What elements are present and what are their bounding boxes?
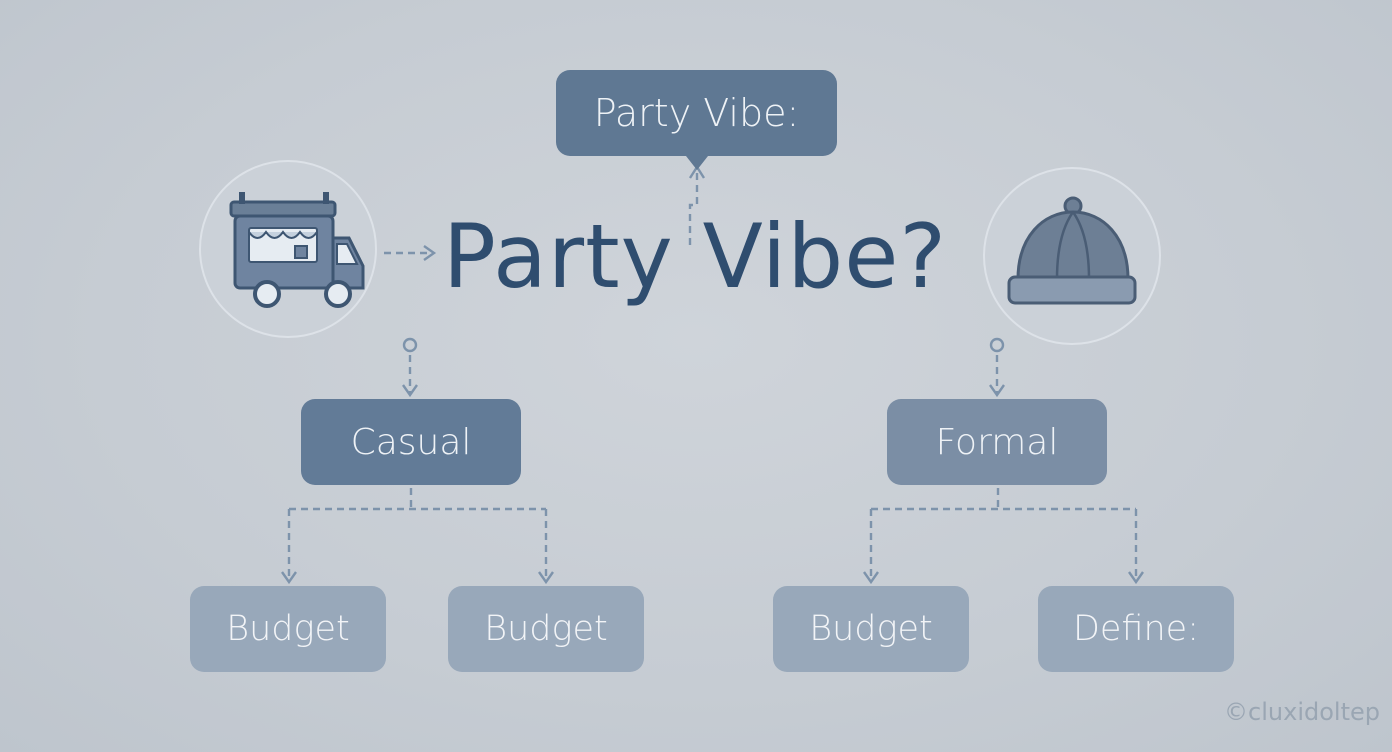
casual-budget-node-2: Budget bbox=[448, 586, 644, 672]
leaf-label: Budget bbox=[809, 609, 933, 649]
connector-title-to-callout bbox=[688, 170, 699, 245]
leaf-label: Define: bbox=[1072, 609, 1200, 649]
connector-node bbox=[402, 337, 418, 353]
casual-budget-node-1: Budget bbox=[190, 586, 386, 672]
formal-define-node: Define: bbox=[1038, 586, 1234, 672]
casual-node: Casual bbox=[301, 399, 521, 485]
diagram-title: Party Vibe? bbox=[442, 205, 948, 308]
cloche-icon-circle bbox=[983, 167, 1161, 345]
formal-node: Formal bbox=[887, 399, 1107, 485]
watermark: ©cluxidoltep bbox=[1224, 698, 1380, 726]
food-truck-icon bbox=[229, 192, 365, 308]
callout-label: Party Vibe: bbox=[593, 91, 800, 135]
connector-formal-branch bbox=[869, 488, 1138, 580]
leaf-label: Budget bbox=[226, 609, 350, 649]
connector-casual-branch bbox=[287, 488, 548, 580]
formal-label: Formal bbox=[935, 421, 1059, 463]
cloche-icon bbox=[1007, 196, 1137, 305]
leaf-label: Budget bbox=[484, 609, 608, 649]
connector-node bbox=[989, 337, 1005, 353]
food-truck-icon-circle bbox=[199, 160, 377, 338]
callout-box: Party Vibe: bbox=[556, 70, 837, 170]
casual-label: Casual bbox=[350, 421, 472, 463]
formal-budget-node: Budget bbox=[773, 586, 969, 672]
